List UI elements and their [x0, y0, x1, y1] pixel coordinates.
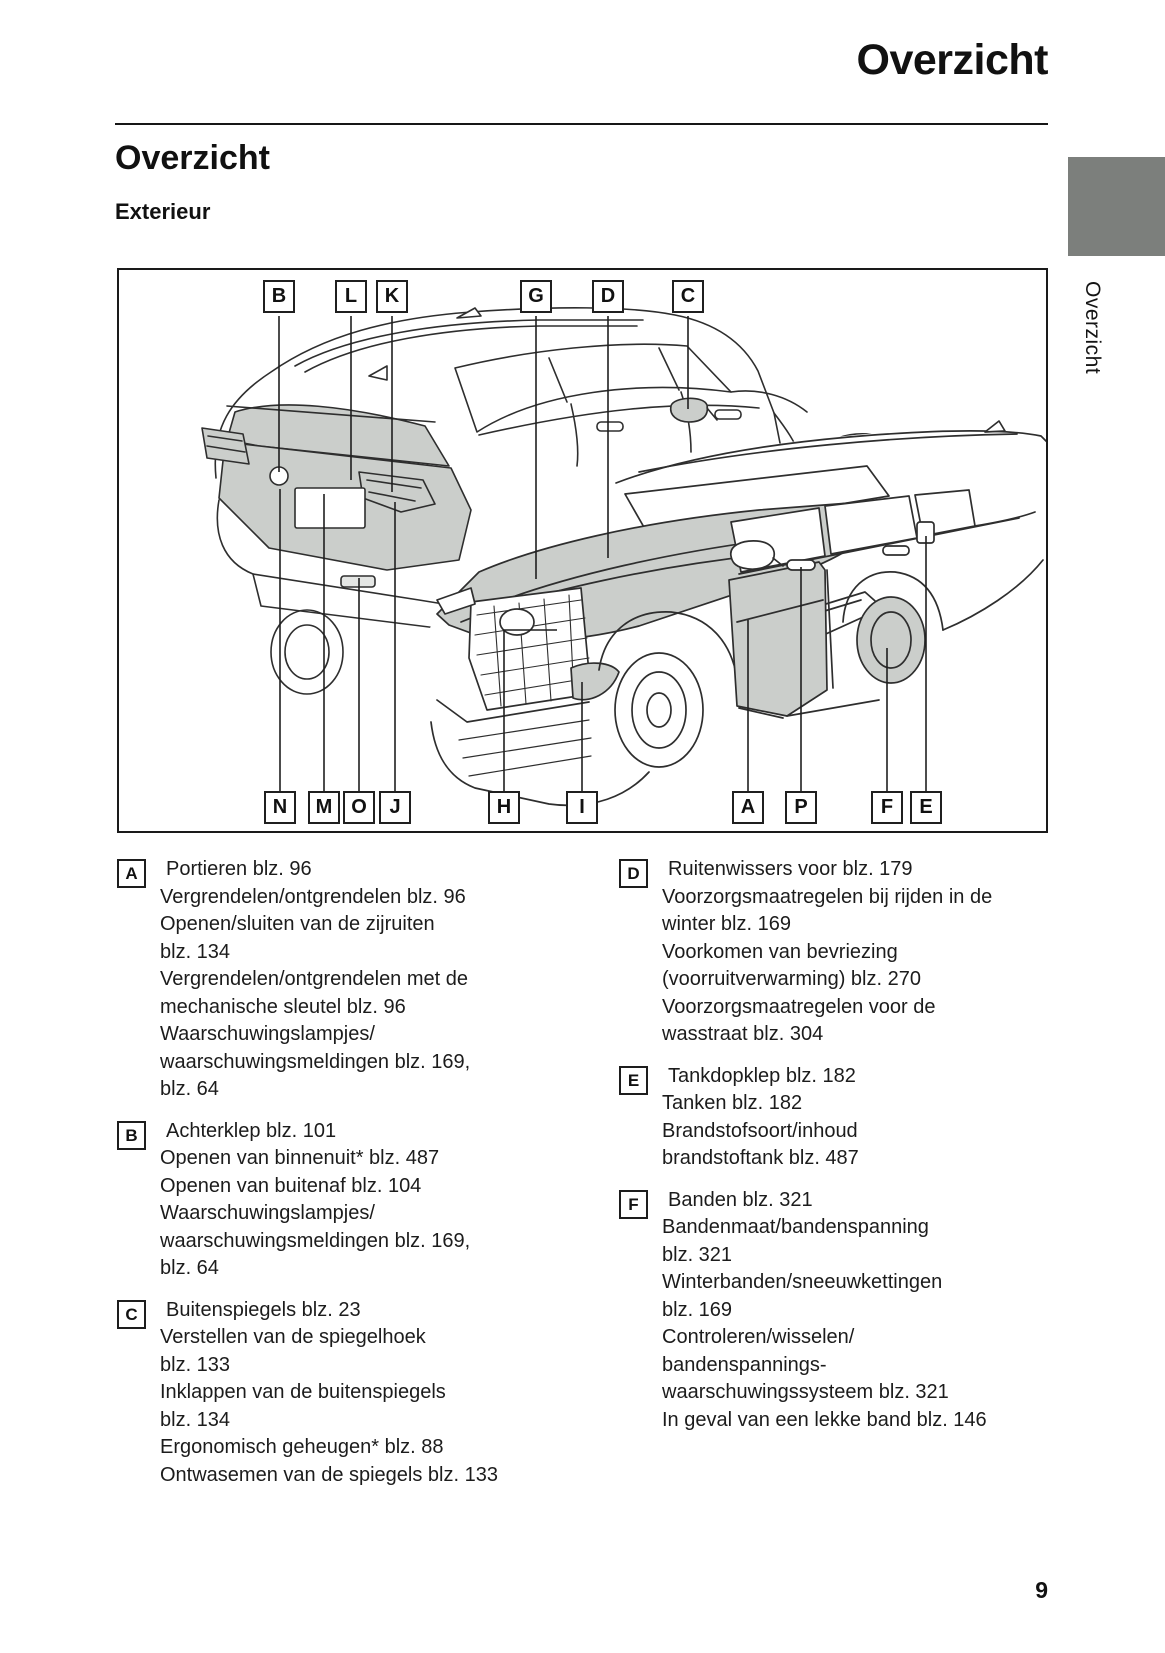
exterior-diagram: B L K G D C N M O J H I A P F E — [117, 268, 1048, 833]
callout-J: J — [379, 791, 411, 824]
callout-N: N — [264, 791, 296, 824]
ref-badge-b: B — [117, 1120, 146, 1150]
ref-line: Ruitenwissers voor blz. 179 — [668, 858, 913, 880]
ref-line: Inklappen van de buitenspiegels — [160, 1381, 446, 1403]
page-number: 9 — [1035, 1577, 1048, 1603]
callout-C: C — [672, 280, 704, 313]
ref-line: Banden blz. 321 — [668, 1188, 813, 1211]
callout-M: M — [308, 791, 340, 824]
ref-section-achterklep: B Achterklep blz. 101 Openen van binnenu… — [115, 1118, 580, 1283]
ref-line: In geval van een lekke band blz. 146 — [662, 1408, 987, 1431]
ref-line: winter blz. 169 — [662, 913, 791, 935]
ref-line: Voorzorgsmaatregelen voor de — [662, 995, 936, 1018]
ref-line: Voorzorgsmaatregelen bij rijden in de — [662, 885, 993, 908]
vehicle-illustration — [201, 307, 1046, 811]
callout-A: A — [732, 791, 764, 824]
ref-line: Ontwasemen van de spiegels blz. 133 — [160, 1463, 498, 1486]
ref-line: bandenspannings- — [662, 1353, 827, 1376]
callout-K: K — [376, 280, 408, 313]
reference-column-right: D Ruitenwissers voor blz. 179 Voorzorgsm… — [617, 856, 1057, 1448]
ref-line: Bandenmaat/bandenspanning — [662, 1216, 929, 1238]
ref-line: Tanken blz. 182 — [662, 1092, 803, 1114]
ref-line: Portieren blz. 96 — [166, 858, 312, 880]
ref-section-buitenspiegels: C Buitenspiegels blz. 23 Verstellen van … — [115, 1297, 580, 1490]
ref-badge-c: C — [117, 1299, 146, 1329]
reference-column-left: A Portieren blz. 96 Vergrendelen/ontgren… — [115, 856, 580, 1503]
ref-line: waarschuwingsmeldingen blz. 169, — [160, 1050, 471, 1073]
ref-line: blz. 169 — [662, 1298, 733, 1321]
ref-badge-f: F — [619, 1189, 648, 1219]
ref-line: blz. 64 — [160, 1078, 219, 1100]
page-header-title: Overzicht — [856, 36, 1049, 84]
ref-line: blz. 321 — [662, 1243, 733, 1266]
callout-O: O — [343, 791, 375, 824]
ref-line: Ergonomisch geheugen* blz. 88 — [160, 1436, 444, 1458]
ref-line: Verstellen van de spiegelhoek — [160, 1326, 426, 1348]
ref-line: brandstoftank blz. 487 — [662, 1147, 859, 1169]
ref-badge-d: D — [619, 859, 648, 888]
callout-L: L — [335, 280, 367, 313]
ref-line: Winterbanden/sneeuwkettingen — [662, 1271, 943, 1293]
callout-E: E — [910, 791, 942, 824]
callout-G: G — [520, 280, 552, 313]
ref-line: Waarschuwingslampjes/ — [160, 1202, 375, 1224]
ref-line: Voorkomen van bevriezing — [662, 940, 898, 963]
ref-line: Vergrendelen/ontgrendelen blz. 96 — [160, 885, 466, 908]
callout-D: D — [592, 280, 624, 313]
ref-line: Achterklep blz. 101 — [166, 1119, 337, 1142]
ref-line: blz. 134 — [160, 940, 231, 963]
ref-line: Buitenspiegels blz. 23 — [166, 1298, 361, 1321]
ref-line: Controleren/wisselen/ — [662, 1326, 855, 1348]
callout-H: H — [488, 791, 520, 824]
ref-line: Openen/sluiten van de zijruiten — [160, 913, 435, 935]
ref-section-tankdopklep: E Tankdopklep blz. 182 Tanken blz. 182 B… — [617, 1063, 1057, 1173]
ref-section-banden: F Banden blz. 321 Bandenmaat/bandenspann… — [617, 1187, 1057, 1435]
ref-line: Openen van binnenuit* blz. 487 — [160, 1147, 440, 1169]
callout-P: P — [785, 791, 817, 824]
ref-line: mechanische sleutel blz. 96 — [160, 995, 406, 1018]
chapter-tab-label: Overzicht — [1081, 281, 1104, 375]
section-title: Overzicht — [115, 139, 270, 177]
subsection-title: Exterieur — [115, 199, 211, 224]
ref-line: blz. 64 — [160, 1257, 219, 1279]
ref-line: waarschuwingssysteem blz. 321 — [662, 1381, 949, 1403]
callout-B: B — [263, 280, 295, 313]
ref-line: Waarschuwingslampjes/ — [160, 1023, 375, 1045]
ref-badge-a: A — [117, 859, 146, 888]
callout-I: I — [566, 791, 598, 824]
chapter-tab — [1068, 157, 1165, 256]
ref-section-portieren: A Portieren blz. 96 Vergrendelen/ontgren… — [115, 856, 580, 1104]
ref-line: Vergrendelen/ontgrendelen met de — [160, 968, 469, 990]
ref-line: Brandstofsoort/inhoud — [662, 1119, 858, 1142]
header-rule — [115, 123, 1048, 125]
ref-line: Tankdopklep blz. 182 — [668, 1064, 856, 1087]
ref-line: wasstraat blz. 304 — [662, 1023, 824, 1045]
ref-line: waarschuwingsmeldingen blz. 169, — [160, 1229, 471, 1252]
callout-F: F — [871, 791, 903, 824]
ref-line: blz. 134 — [160, 1408, 231, 1431]
ref-section-ruitenwissers: D Ruitenwissers voor blz. 179 Voorzorgsm… — [617, 856, 1057, 1049]
ref-line: blz. 133 — [160, 1353, 231, 1376]
ref-badge-e: E — [619, 1065, 648, 1095]
ref-line: Openen van buitenaf blz. 104 — [160, 1174, 422, 1197]
ref-line: (voorruitverwarming) blz. 270 — [662, 968, 921, 990]
